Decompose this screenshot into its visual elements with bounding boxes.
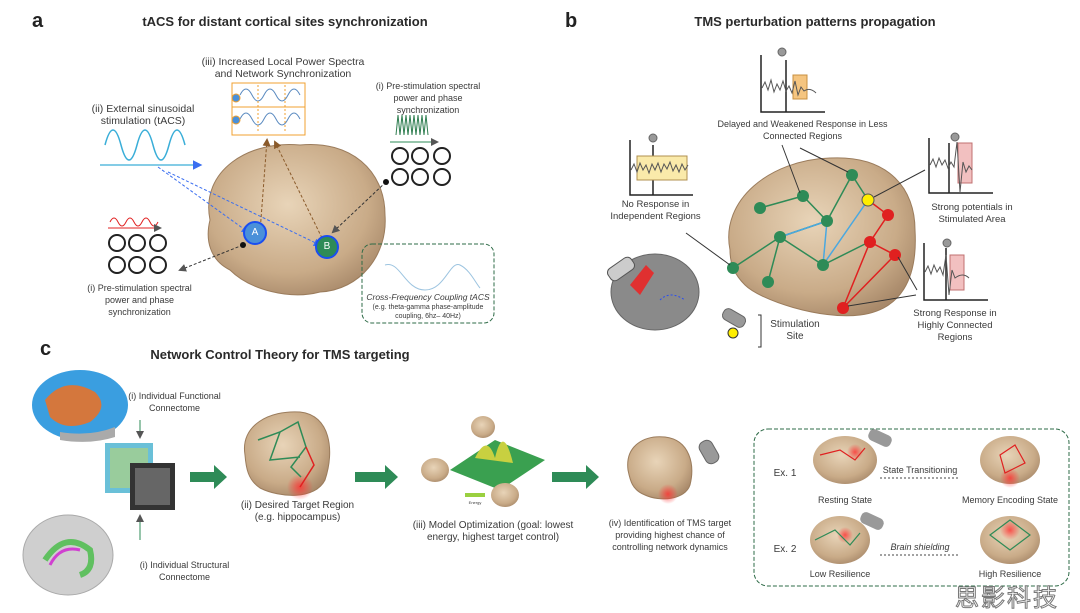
structural-brain (22, 514, 114, 596)
node-b-label: B (323, 241, 331, 252)
final-target-brain (627, 436, 720, 504)
cfc-box (361, 243, 495, 324)
panel-b-brain (728, 157, 916, 317)
stimulation-node (861, 193, 875, 207)
panel-a-label: a (32, 10, 44, 32)
high-resilience-label: High Resilience (978, 569, 1042, 579)
chart-strong-response (923, 243, 988, 301)
target-brain (244, 411, 331, 500)
external-stim-label: (ii) External sinusoidal stimulation (tA… (91, 103, 195, 127)
sine-wave-external (100, 129, 203, 170)
delayed-response-label: Delayed and Weakened Response in Less Co… (717, 119, 888, 141)
network-nodes (727, 169, 901, 314)
identification-label: (iv) Identification of TMS target provid… (608, 518, 732, 552)
chart-no-response (629, 140, 693, 196)
black-dashed-arrow-right (331, 181, 387, 234)
increased-power-label: (iii) Increased Local Power Spectra and … (201, 56, 365, 80)
pre-stim-right-label: (i) Pre-stimulation spectral power and p… (375, 81, 481, 115)
chart-delayed (760, 55, 825, 113)
stimulation-site-label: Stimulation Site (770, 319, 820, 342)
phase-dials-right (391, 147, 451, 186)
structural-connectome-label: (i) Individual Structural Connectome (139, 560, 230, 582)
coronal-brain (606, 253, 700, 331)
memory-encoding-label: Memory Encoding State (961, 495, 1059, 505)
watermark: 思影科技 (955, 585, 1059, 612)
low-resilience-label: Low Resilience (809, 569, 871, 579)
black-dashed-arrow-left (178, 244, 244, 272)
blue-dashed-arrow-b (167, 171, 322, 247)
energy-landscape (421, 416, 545, 507)
phase-dials-left (108, 234, 167, 274)
cfc-title: Cross-Frequency Coupling tACS (366, 292, 490, 302)
brown-dashed-arrow-2 (274, 140, 323, 239)
panel-c-label: c (40, 338, 52, 360)
panel-c-title: Network Control Theory for TMS targeting (150, 347, 410, 362)
callout-lines (685, 144, 926, 307)
strong-potentials-label: Strong potentials in Stimulated Area (931, 202, 1013, 225)
example-brains (810, 429, 1040, 564)
cfc-wave (384, 264, 481, 291)
node-b (315, 235, 339, 259)
chart-strong-potentials (928, 138, 993, 194)
brown-dashed-arrow-1 (259, 138, 271, 233)
state-transitioning-label: State Transitioning (882, 465, 958, 475)
ex1-label: Ex. 1 (773, 468, 797, 479)
brain-shielding-label: Brain shielding (890, 542, 950, 552)
no-response-label: No Response in Independent Regions (610, 199, 701, 222)
panel-b-title: TMS perturbation patterns propagation (694, 14, 936, 29)
node-a (243, 221, 267, 245)
pre-stim-left-label: (i) Pre-stimulation spectral power and p… (87, 283, 192, 317)
resting-state-label: Resting State (817, 495, 873, 505)
functional-brain (32, 370, 128, 442)
ex2-label: Ex. 2 (773, 544, 797, 555)
power-spectra-box (231, 82, 306, 136)
examples-box (753, 428, 1070, 587)
strong-response-label: Strong Response in Highly Connected Regi… (913, 308, 997, 343)
functional-connectome-label: (i) Individual Functional Connectome (128, 391, 221, 413)
panel-a-title: tACS for distant cortical sites synchron… (142, 14, 428, 29)
flow-arrows (190, 465, 599, 489)
red-wave (108, 217, 162, 232)
blue-dashed-arrow-a (157, 166, 250, 234)
target-region-label: (ii) Desired Target Region (e.g. hippoca… (240, 500, 355, 523)
stimulation-site-icon (721, 308, 762, 348)
panel-b-label: b (565, 10, 578, 32)
cfc-note: (e.g. theta-gamma phase-amplitude coupli… (372, 304, 484, 320)
green-high-freq-wave (390, 114, 439, 146)
panel-a-brain (207, 143, 386, 296)
model-optimization-label: (iii) Model Optimization (goal: lowest e… (412, 520, 574, 543)
connectivity-matrices (105, 443, 175, 510)
node-a-label: A (251, 227, 259, 238)
tms-coil-icons (648, 47, 960, 248)
energy-scale-label: Energy (468, 500, 482, 505)
